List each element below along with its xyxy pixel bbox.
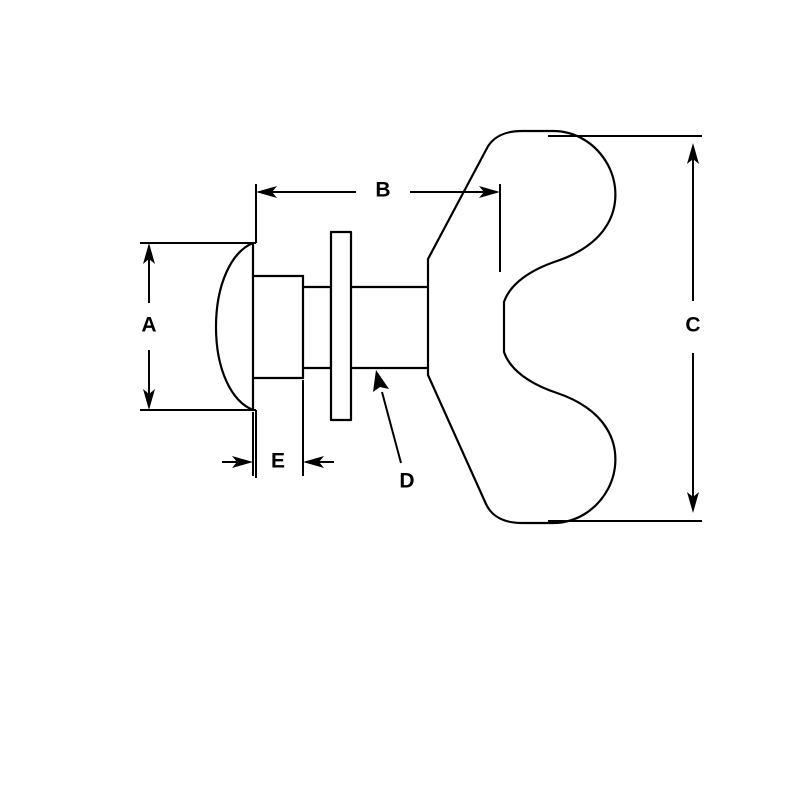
arrow-head-c-bottom [687,492,699,513]
dimension-label-b: B [375,179,390,202]
arrow-head-d [373,370,389,392]
dimension-a: A [141,243,157,410]
dimension-label-e: E [271,450,285,473]
dimension-label-a: A [141,314,156,337]
dimension-b: B [256,179,500,202]
dimension-label-d: D [399,470,414,493]
collar-outline [253,274,305,380]
second-step-outline [303,285,333,370]
dimension-e: E [222,450,334,473]
wing-knob-outline [426,129,617,525]
dimension-c: C [685,143,701,513]
arrow-head-b-left [256,186,277,198]
arrow-head-a-bottom [143,389,155,410]
arrow-head-c-top [687,143,699,164]
flange-washer-outline [329,230,353,422]
extension-lines-group [140,135,702,522]
dimension-d: D [373,370,415,493]
leader-line-d [381,391,402,464]
domed-head-outline [214,241,255,412]
arrow-head-b-right [479,186,500,198]
shaft-outline [351,285,430,370]
arrow-head-e-left [232,456,253,468]
arrow-head-a-top [143,243,155,264]
dimension-label-c: C [685,314,700,337]
part-geometry-group [214,129,617,525]
arrow-head-e-right [303,456,324,468]
